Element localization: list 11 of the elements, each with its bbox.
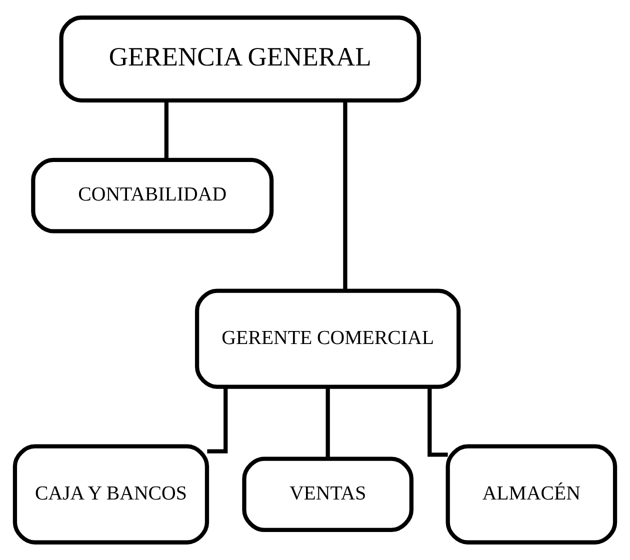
node-box: ALMACÉN bbox=[446, 444, 618, 544]
connector bbox=[428, 387, 448, 457]
node-box: VENTAS bbox=[242, 456, 414, 532]
connector bbox=[164, 100, 168, 160]
node-box: GERENTE COMERCIAL bbox=[194, 288, 461, 389]
node-box: CONTABILIDAD bbox=[31, 158, 274, 234]
node-box: CAJA Y BANCOS bbox=[12, 444, 210, 544]
connector bbox=[343, 100, 348, 290]
node-box: GERENCIA GENERAL bbox=[59, 16, 421, 102]
connector bbox=[326, 387, 330, 458]
connector bbox=[207, 387, 228, 454]
